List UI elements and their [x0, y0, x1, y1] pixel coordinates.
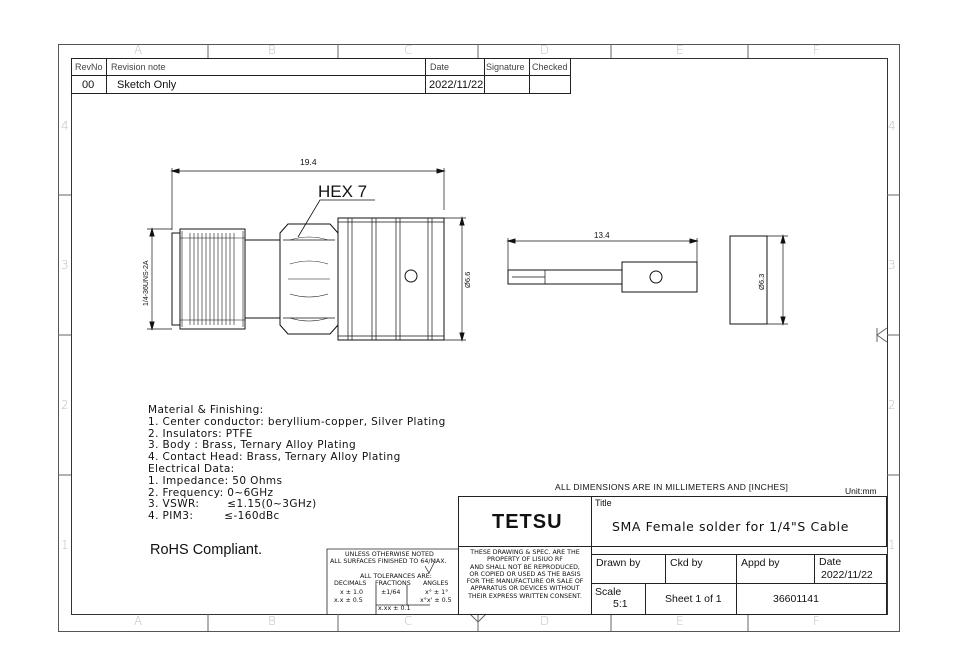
electrical-line-4: 4. PIM3: ≤-160dBc [148, 510, 446, 523]
part-number: 36601141 [773, 593, 819, 605]
ckd-by-label: Ckd by [670, 557, 703, 569]
electrical-line-2: 2. Frequency: 0~6GHz [148, 486, 274, 499]
scale-value: 5:1 [613, 598, 628, 610]
notice-line-5: FOR THE MANUFACTURE OR SALE OF [466, 578, 584, 586]
notice-line-1: THESE DRAWING & SPEC. ARE THE [470, 549, 580, 556]
pim-value: ≤-160dBc [224, 510, 280, 523]
notice-line-6: APPARATUS OR DEVICES WITHOUT [470, 585, 580, 593]
rohs-label: RoHS Compliant. [150, 542, 263, 558]
notice-line-7: THEIR EXPRESS WRITTEN CONSENT. [468, 592, 582, 600]
signature-header: Signature [486, 62, 525, 72]
angles-header: ANGLES [423, 580, 449, 587]
zone-col-e-bottom: E [676, 614, 684, 628]
decimal-tol-2: x.x ± 0.5 [334, 597, 363, 604]
angle-tol-1: x° ± 1° [425, 589, 449, 596]
zone-col-e-top: E [676, 43, 684, 57]
zone-row-4-left: 4 [61, 119, 69, 133]
material-title: Material & Finishing: [148, 404, 264, 416]
overall-length-label: 19.4 [300, 157, 317, 167]
sheet-label: Sheet 1 of 1 [665, 593, 722, 605]
body-diameter-label: Ø6.6 [463, 272, 472, 288]
decimals-header: DECIMALS [334, 580, 367, 587]
insulator-washer [729, 234, 788, 326]
note-value: Sketch Only [117, 79, 177, 91]
checked-value-cell [529, 75, 571, 94]
drawing-title: SMA Female solder for 1/4"S Cable [612, 519, 850, 534]
vswr-label: 3. VSWR: [148, 498, 200, 511]
title-label: Title [595, 498, 612, 508]
pim-label: 4. PIM3: [148, 510, 194, 523]
dimensions-note: ALL DIMENSIONS ARE IN MILLIMETERS AND [I… [555, 482, 789, 492]
material-line-2: 2. Insulators: PTFE [148, 427, 253, 440]
company-name: TETSU [492, 511, 563, 533]
zone-col-c-top: C [404, 43, 413, 57]
zone-col-b-top: B [268, 43, 276, 57]
overall-length-dimension [170, 168, 446, 230]
drawn-by-label: Drawn by [596, 557, 641, 569]
zone-row-2-right: 2 [888, 398, 896, 412]
hex-label: HEX 7 [318, 182, 367, 201]
notice-line-3: AND SHALL NOT BE REPRODUCED, [470, 563, 580, 571]
tolerance-line-2: ALL SURFACES FINISHED TO 64/MAX. [330, 558, 447, 565]
checked-header: Checked [532, 62, 568, 72]
zone-row-4-right: 4 [888, 119, 896, 133]
zone-row-1-left: 1 [61, 538, 69, 552]
note-header: Revision note [111, 62, 166, 72]
zone-row-3-left: 3 [61, 258, 69, 272]
fractions-header: FRACTIONS [375, 580, 411, 587]
notice-line-4: OR COPIED OR USED AS THE BASIS [469, 570, 581, 578]
zone-row-3-right: 3 [888, 258, 896, 272]
center-pin [506, 238, 699, 293]
tolerance-line-1: UNLESS OTHERWISE NOTED [345, 551, 434, 558]
rev-value: 00 [82, 79, 95, 91]
zone-col-a-bottom: A [134, 614, 143, 628]
material-line-1: 1. Center conductor: beryllium-copper, S… [148, 415, 446, 428]
appd-by-label: Appd by [741, 557, 780, 569]
tolerance-line-3: ALL TOLERANCES ARE: [360, 573, 432, 580]
zone-col-c-bottom: C [404, 614, 413, 628]
material-line-3: 3. Body : Brass, Ternary Alloy Plating [148, 439, 357, 452]
vswr-value: ≤1.15(0~3GHz) [227, 498, 317, 511]
zone-col-a-top: A [134, 43, 143, 57]
rev-header: RevNo [75, 62, 103, 72]
zone-col-f-top: F [813, 43, 820, 57]
angle-tol-2: x°x' ± 0.5 [420, 597, 452, 604]
scale-label: Scale [595, 586, 622, 598]
zone-col-d-bottom: D [540, 614, 550, 628]
material-notes: Material & Finishing: 1. Center conducto… [148, 404, 446, 523]
thread-label: 1/4-36UNS-2A [143, 260, 150, 306]
date-value: 2022/11/22 [429, 79, 484, 91]
zone-col-f-bottom: F [813, 614, 820, 628]
date-label: Date [819, 556, 842, 568]
decimal-tol-1: x ± 1.0 [340, 589, 364, 596]
date-header: Date [430, 62, 450, 72]
title-cell [591, 496, 887, 547]
electrical-title: Electrical Data: [148, 462, 235, 475]
zone-row-2-left: 2 [61, 398, 69, 412]
unit-label: Unit:mm [845, 486, 877, 496]
material-line-4: 4. Contact Head: Brass, Ternary Alloy Pl… [148, 451, 401, 464]
property-notice: THESE DRAWING & SPEC. ARE THE PROPERTY O… [459, 549, 591, 600]
decimal-tol-3: x.xx ± 0.1 [378, 605, 411, 612]
electrical-line-3: 3. VSWR: ≤1.15(0~3GHz) [148, 498, 446, 511]
date-value: 2022/11/22 [821, 569, 873, 581]
electrical-line-1: 1. Impedance: 50 Ohms [148, 474, 283, 487]
washer-diameter-label: Ø6.3 [757, 274, 766, 290]
notice-line-2: PROPERTY OF LISIUO RF [487, 556, 563, 564]
zone-row-1-right: 1 [888, 538, 896, 552]
zone-col-b-bottom: B [268, 614, 276, 628]
fraction-tol: ±1/64 [381, 589, 401, 596]
part-number-cell [736, 583, 887, 615]
pin-length-label: 13.4 [594, 231, 610, 240]
zone-col-d-top: D [540, 43, 550, 57]
